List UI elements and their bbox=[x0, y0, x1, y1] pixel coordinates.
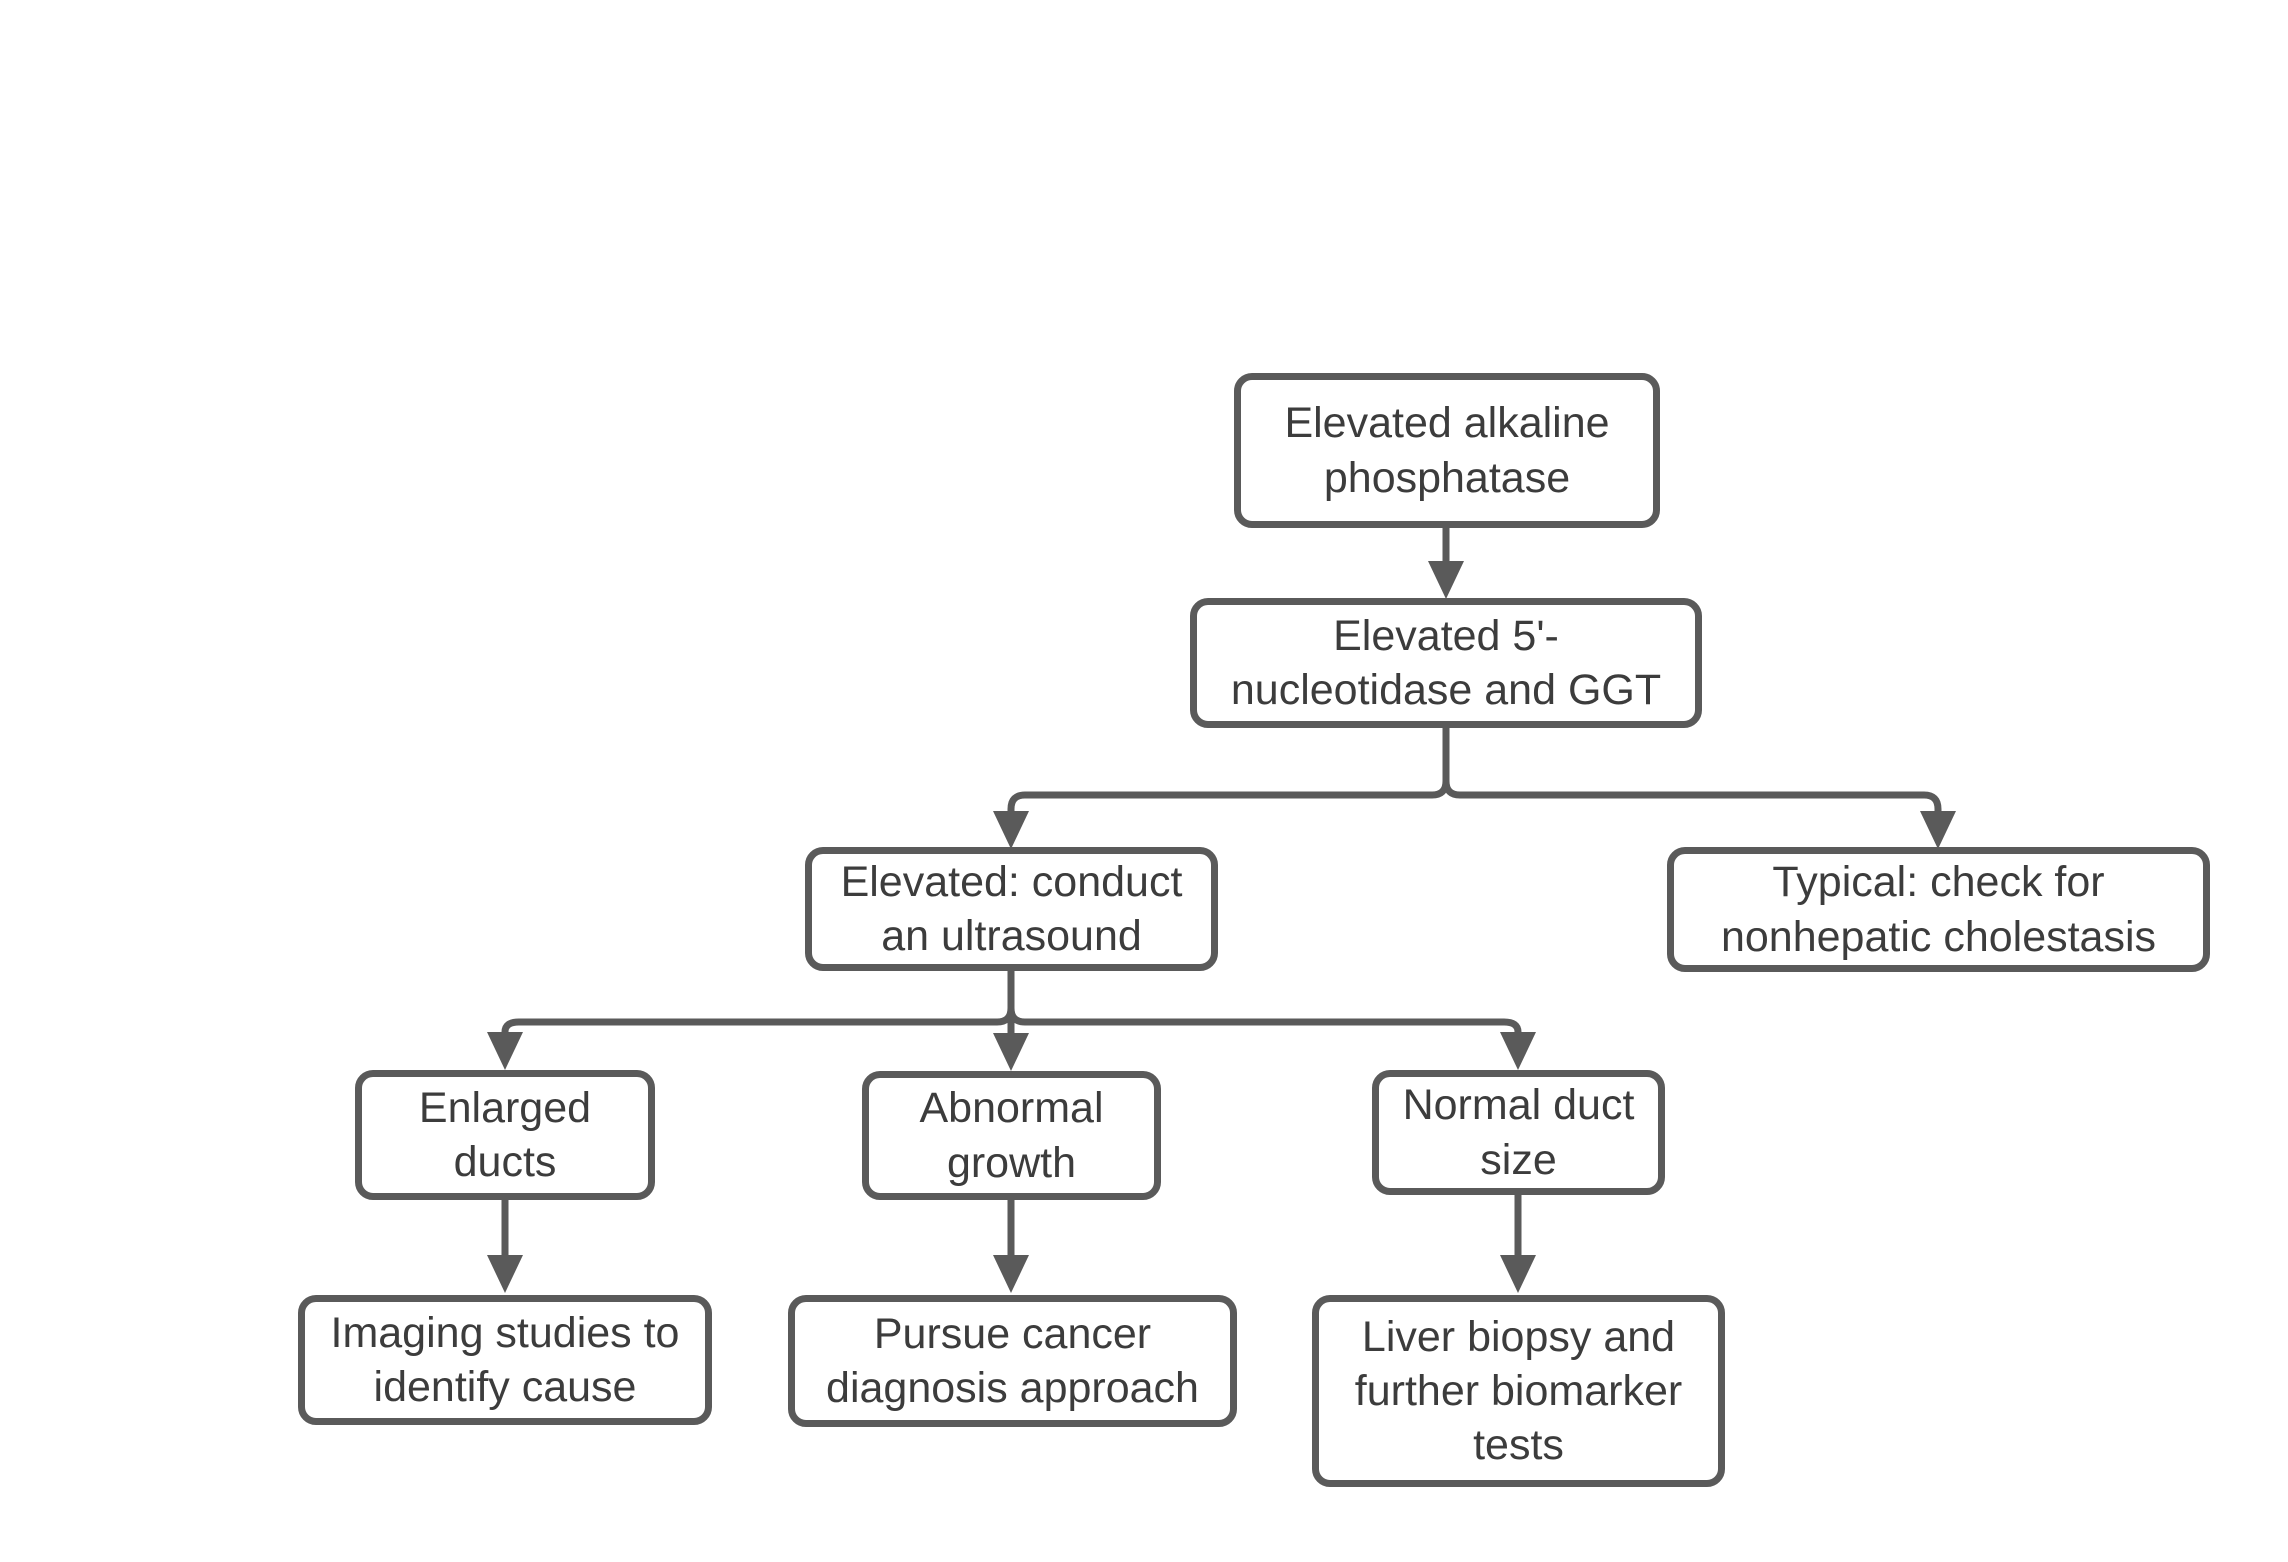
edge-nucleotidase-typical bbox=[1442, 780, 1956, 849]
node-abnormal-growth: Abnormal growth bbox=[862, 1071, 1161, 1200]
arrowhead-icon bbox=[487, 1032, 523, 1070]
arrowhead-icon bbox=[1920, 811, 1956, 849]
node-elevated-conduct-ultrasound: Elevated: conduct an ultrasound bbox=[805, 847, 1218, 971]
node-liver-biopsy-biomarker-tests: Liver biopsy and further biomarker tests bbox=[1312, 1295, 1725, 1487]
edge-line bbox=[1007, 728, 1450, 811]
node-enlarged-ducts: Enlarged ducts bbox=[355, 1070, 655, 1200]
node-imaging-studies: Imaging studies to identify cause bbox=[298, 1295, 712, 1425]
arrowhead-icon bbox=[993, 1255, 1029, 1293]
arrowhead-icon bbox=[1500, 1255, 1536, 1293]
edge-alp-nucleotidase bbox=[1428, 528, 1464, 599]
edge-enlarged-imaging bbox=[487, 1200, 523, 1293]
edge-ultrasound-normal bbox=[1007, 1007, 1536, 1070]
edge-line bbox=[1442, 780, 1942, 811]
node-normal-duct-size: Normal duct size bbox=[1372, 1070, 1665, 1195]
edge-ultrasound-enlarged bbox=[487, 1007, 1015, 1070]
arrowhead-icon bbox=[993, 1033, 1029, 1071]
arrowhead-icon bbox=[1428, 561, 1464, 599]
node-typical-nonhepatic-cholestasis: Typical: check for nonhepatic cholestasi… bbox=[1667, 847, 2210, 972]
arrowhead-icon bbox=[1500, 1032, 1536, 1070]
edge-line bbox=[1007, 1007, 1522, 1033]
arrowhead-icon bbox=[993, 811, 1029, 849]
node-elevated-5-nucleotidase-ggt: Elevated 5'-nucleotidase and GGT bbox=[1190, 598, 1702, 728]
node-elevated-alkaline-phosphatase: Elevated alkaline phosphatase bbox=[1234, 373, 1660, 528]
edge-abnormal-cancer bbox=[993, 1200, 1029, 1293]
edge-nucleotidase-ultrasound bbox=[993, 728, 1450, 849]
edge-ultrasound-abnormal bbox=[993, 971, 1029, 1071]
arrowhead-icon bbox=[487, 1255, 523, 1293]
edge-normal-biopsy bbox=[1500, 1195, 1536, 1293]
node-pursue-cancer-diagnosis: Pursue cancer diagnosis approach bbox=[788, 1295, 1237, 1427]
edge-line bbox=[501, 1007, 1015, 1033]
